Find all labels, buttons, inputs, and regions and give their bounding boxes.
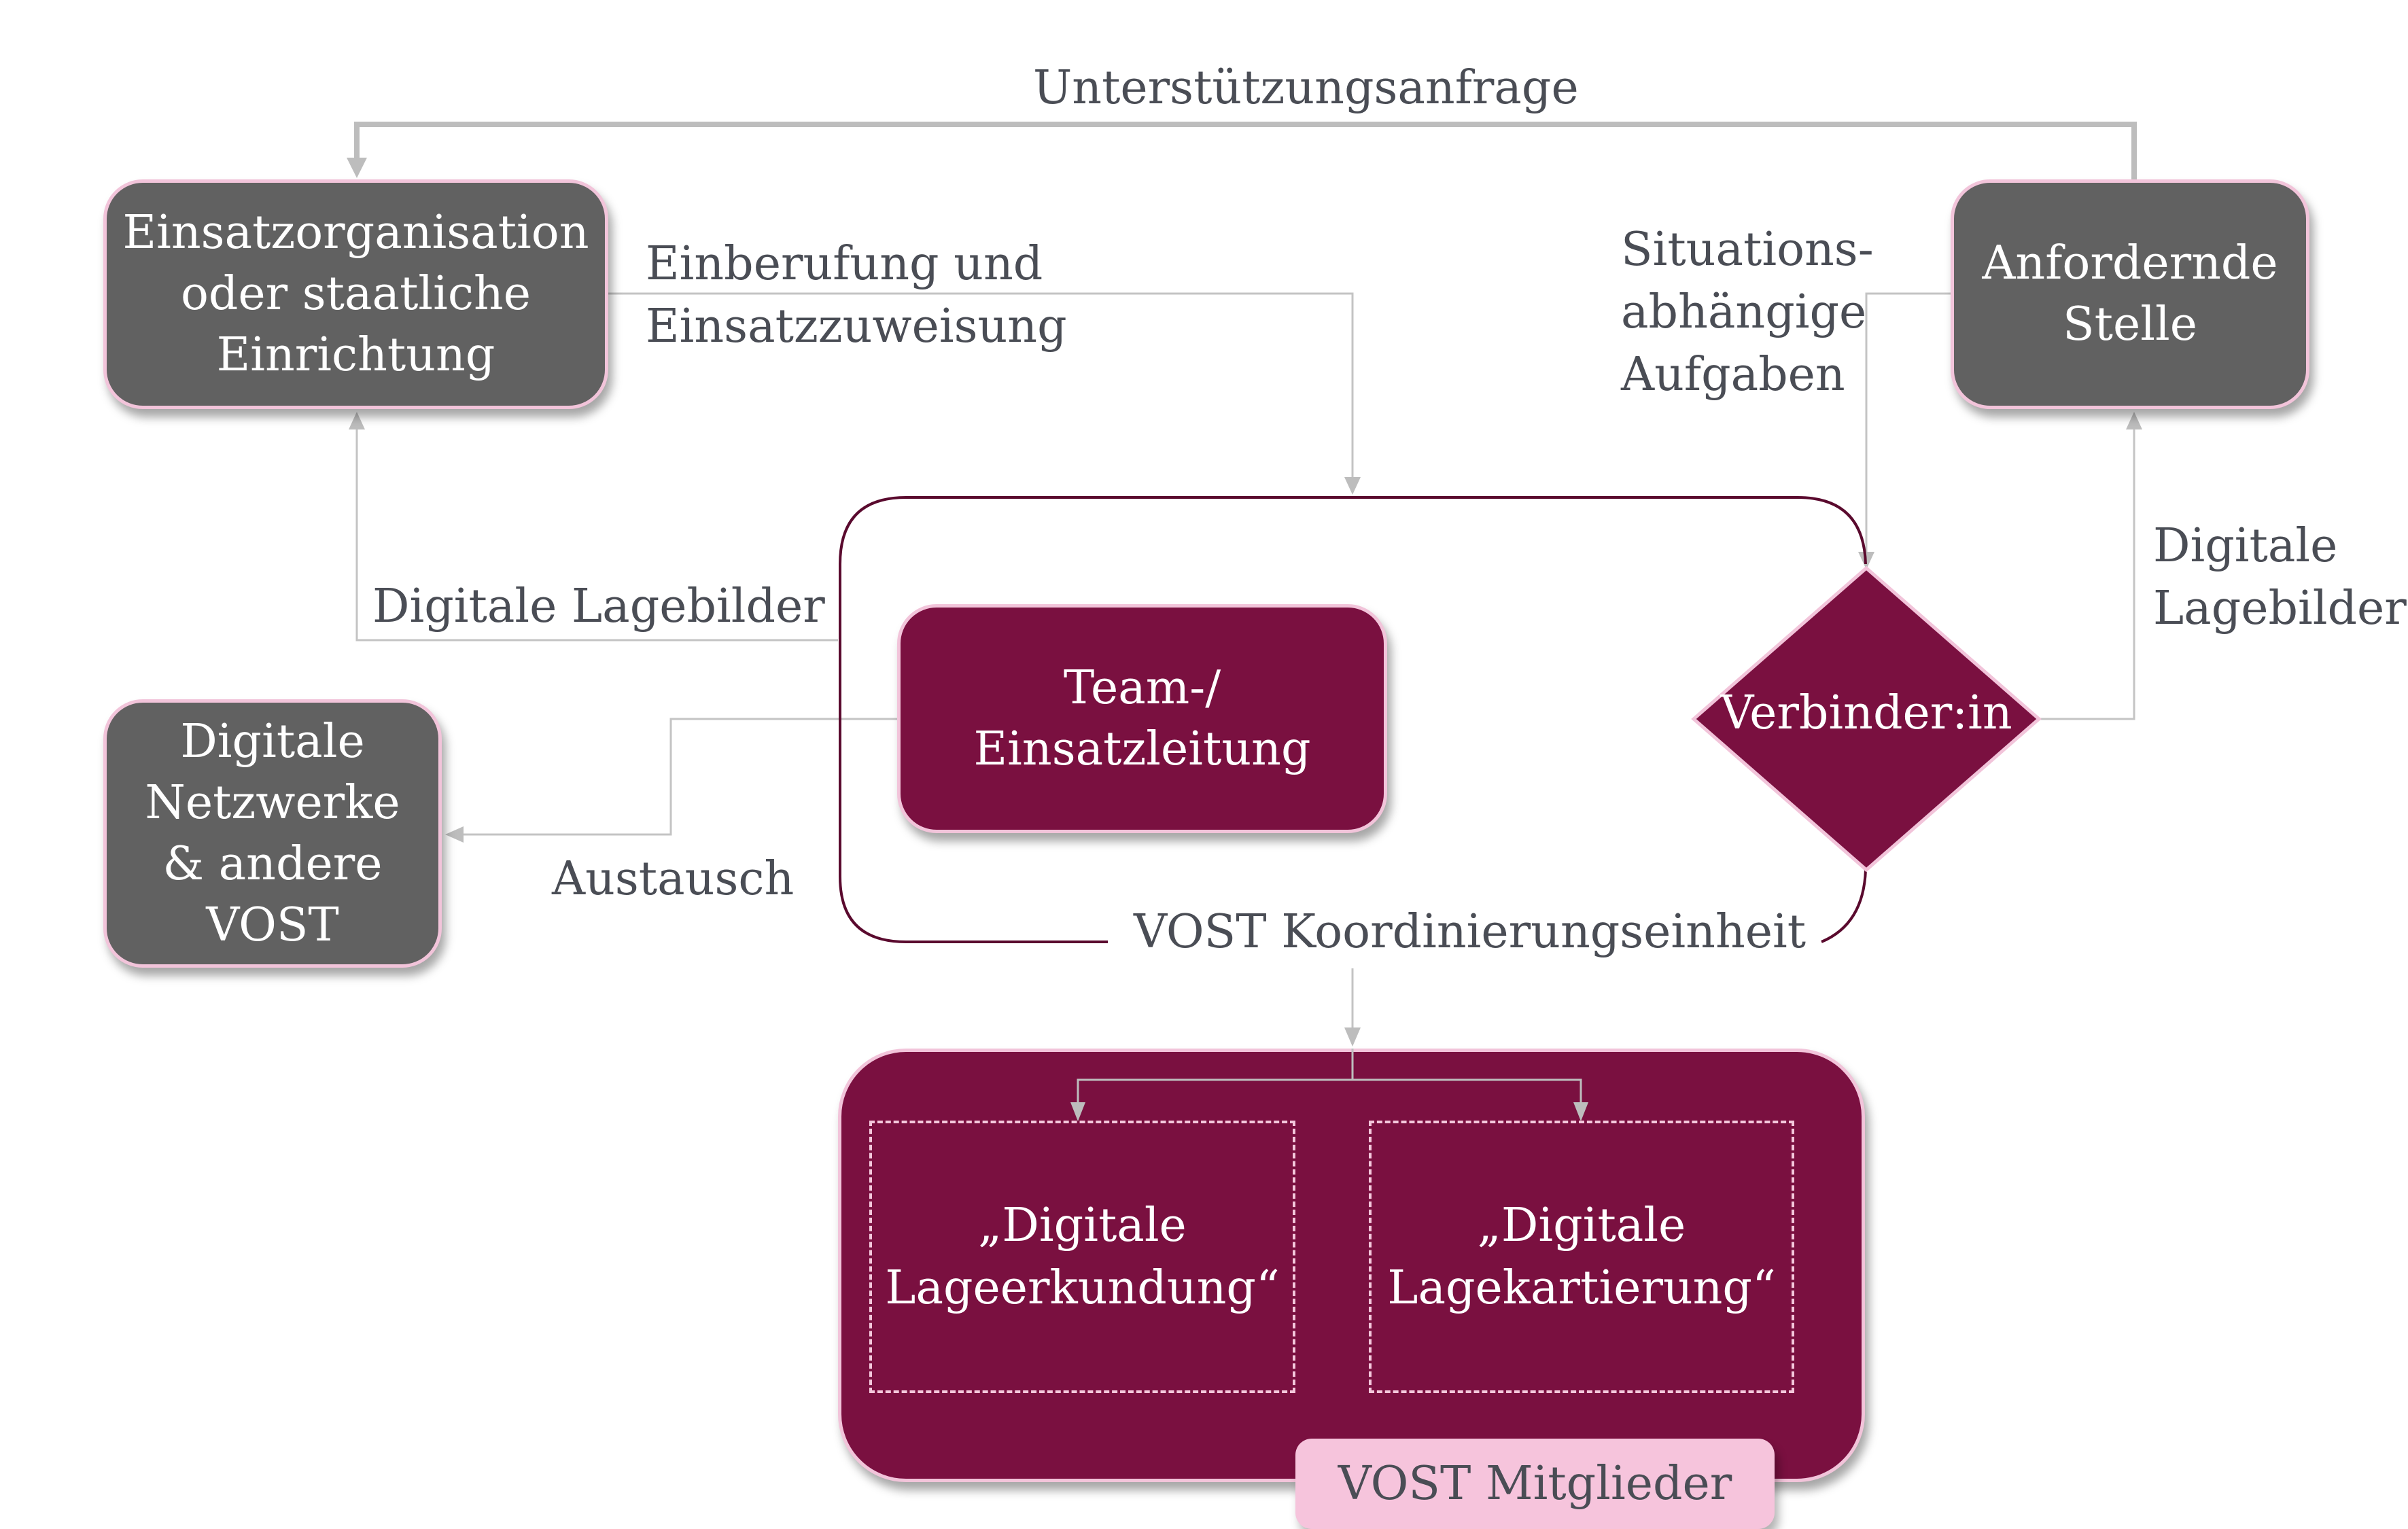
connector-austausch bbox=[462, 718, 897, 836]
arrowhead-koordination-mitglieder bbox=[1344, 1027, 1361, 1047]
node-lagekartierung-label: „Digitale Lagekartierung“ bbox=[1387, 1198, 1776, 1315]
arrowhead-lagebilder-right bbox=[2126, 412, 2142, 429]
node-lageerkundung-label: „Digitale Lageerkundung“ bbox=[885, 1198, 1280, 1315]
edge-label-austausch: Austausch bbox=[552, 852, 795, 906]
connector-unterstuetzungsanfrage bbox=[354, 122, 2137, 179]
connector-lagebilder-left bbox=[355, 428, 838, 642]
node-anfordernde-stelle[interactable]: Anfordernde Stelle bbox=[1951, 179, 2309, 409]
vost-mitglieder-tag: VOST Mitglieder bbox=[1295, 1439, 1775, 1529]
node-lageerkundung[interactable]: „Digitale Lageerkundung“ bbox=[869, 1121, 1295, 1393]
node-team-einsatzleitung-label: Team-/ Einsatzleitung bbox=[973, 661, 1311, 776]
arrowhead-einberufung bbox=[1344, 477, 1361, 495]
node-einsatzorganisation-label: Einsatzorganisation oder staatliche Einr… bbox=[122, 206, 589, 382]
koordinierungseinheit-label: VOST Koordinierungseinheit bbox=[1134, 905, 1807, 959]
arrowhead-unterstuetzungsanfrage bbox=[347, 158, 367, 178]
node-einsatzorganisation[interactable]: Einsatzorganisation oder staatliche Einr… bbox=[103, 179, 608, 409]
edge-label-lagebilder-right: Digitale Lagebilder bbox=[2153, 519, 2407, 635]
node-digitale-netzwerke-label: Digitale Netzwerke & andere VOST bbox=[145, 714, 400, 952]
node-team-einsatzleitung[interactable]: Team-/ Einsatzleitung bbox=[897, 604, 1387, 833]
arrowhead-austausch bbox=[445, 826, 464, 843]
connector-lagebilder-right bbox=[2038, 428, 2135, 720]
edge-label-unterstuetzungsanfrage: Unterstützungsanfrage bbox=[1033, 61, 1579, 115]
connector-situationsabhaengig bbox=[1865, 292, 1951, 554]
edge-label-situationsabhaengig: Situations- abhängige Aufgaben bbox=[1621, 223, 1874, 402]
diamond-shape bbox=[1691, 565, 2042, 873]
vost-mitglieder-label: VOST Mitglieder bbox=[1338, 1457, 1732, 1511]
node-lagekartierung[interactable]: „Digitale Lagekartierung“ bbox=[1369, 1121, 1794, 1393]
node-verbinder-diamond[interactable] bbox=[1686, 564, 2053, 877]
arrowhead-lagekartierung bbox=[1573, 1102, 1588, 1121]
arrowhead-lagebilder-left bbox=[349, 412, 365, 429]
connector-einberufung bbox=[608, 292, 1354, 479]
arrowhead-lageerkundung bbox=[1070, 1102, 1085, 1121]
connector-to-lagekartierung bbox=[1353, 1078, 1582, 1104]
node-digitale-netzwerke[interactable]: Digitale Netzwerke & andere VOST bbox=[103, 699, 442, 968]
connector-to-lageerkundung bbox=[1077, 1049, 1354, 1104]
edge-label-lagebilder-left: Digitale Lagebilder bbox=[372, 580, 825, 633]
koordinierungseinheit-bracket bbox=[839, 496, 1867, 943]
node-anfordernde-stelle-label: Anfordernde Stelle bbox=[1982, 236, 2278, 351]
node-verbinder-label: Verbinder:in bbox=[1720, 686, 2012, 740]
edge-label-einberufung: Einberufung und Einsatzzuweisung bbox=[646, 237, 1067, 353]
